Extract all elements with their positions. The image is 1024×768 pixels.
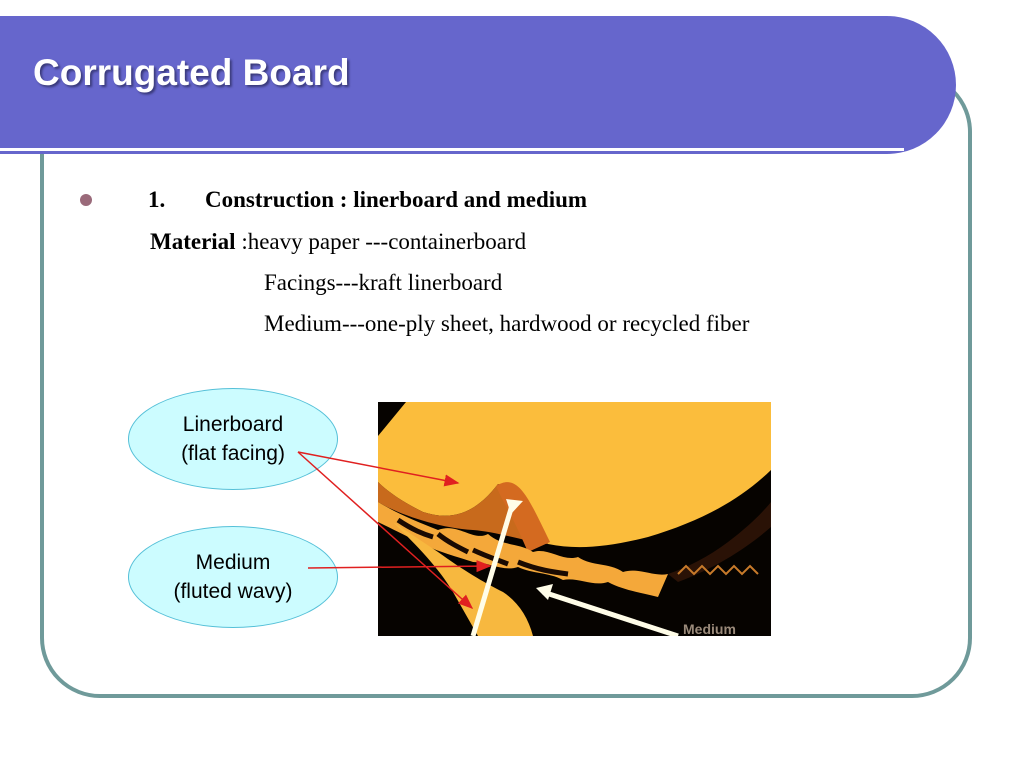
facings-line: Facings---kraft linerboard <box>264 270 503 295</box>
linerboard-callout-subtitle: (flat facing) <box>181 442 285 465</box>
bullet-dot-icon <box>80 194 92 206</box>
title-underline <box>0 148 904 151</box>
title-bar <box>0 16 956 154</box>
medium-callout: Medium (fluted wavy) <box>128 526 338 628</box>
list-number: 1. <box>148 187 166 212</box>
linerboard-callout-title: Linerboard <box>182 413 284 436</box>
corrugated-board-photo: Medium <box>378 402 771 636</box>
material-label: Material <box>150 229 236 254</box>
linerboard-callout: Linerboard (flat facing) <box>128 388 338 490</box>
material-text: :heavy paper ---containerboard <box>235 229 527 254</box>
material-line: Material :heavy paper ---containerboard <box>150 229 526 255</box>
medium-callout-title: Medium <box>195 551 271 574</box>
medium-callout-subtitle: (fluted wavy) <box>173 580 293 603</box>
photo-caption-text: Medium <box>683 621 736 636</box>
slide-title: Corrugated Board <box>33 52 350 93</box>
medium-description-line: Medium---one-ply sheet, hardwood or recy… <box>264 311 750 336</box>
construction-heading: Construction : linerboard and medium <box>205 187 588 212</box>
